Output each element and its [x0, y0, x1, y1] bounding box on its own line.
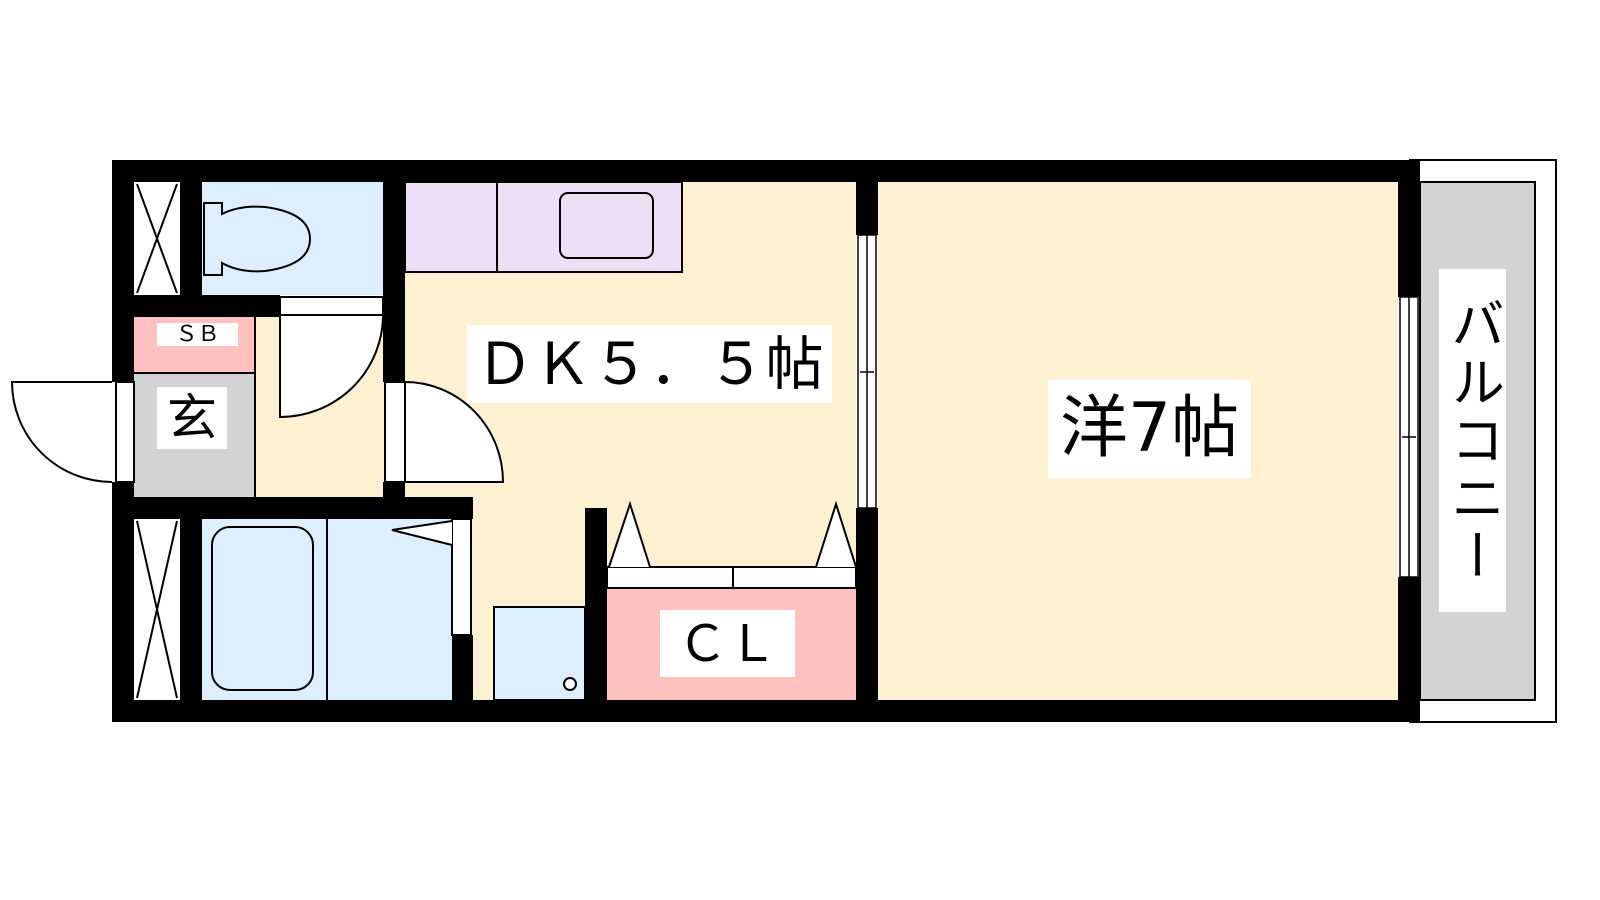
toilet-door[interactable] [279, 296, 385, 419]
bath-door[interactable] [391, 518, 472, 636]
bathtub-icon [211, 526, 314, 691]
bathroom [202, 519, 452, 700]
balcony [1409, 159, 1557, 723]
walls [112, 160, 1420, 722]
western-room-label: 洋7帖 [1048, 380, 1251, 478]
dk-door[interactable] [384, 380, 505, 483]
balcony-label: バルコニー [1439, 269, 1506, 612]
washing-machine-space [493, 606, 586, 701]
closet-door[interactable] [606, 500, 857, 589]
pipe-shaft [134, 182, 180, 700]
entrance-door[interactable] [10, 381, 135, 483]
closet-label: ＣＬ [660, 610, 795, 677]
toilet-icon [203, 202, 312, 276]
entrance-label: 玄 [157, 387, 227, 449]
sink-icon [559, 192, 654, 259]
dk-label: ＤＫ５．５帖 [467, 325, 832, 403]
toilet-room [202, 182, 383, 295]
kitchen-counter [404, 181, 683, 273]
shoe-box-label: ＳＢ [157, 323, 238, 346]
window [857, 234, 1419, 578]
